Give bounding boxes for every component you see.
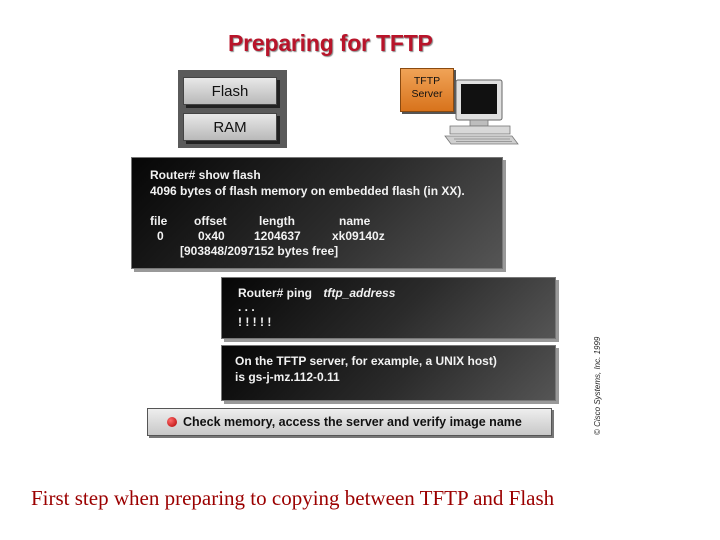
show-flash-command: Router# show flash [150, 168, 261, 182]
ping-argument: tftp_address [323, 286, 396, 300]
free-bytes-line: [903848/2097152 bytes free] [180, 244, 339, 258]
flash-size-line: 4096 bytes of flash memory on embedded f… [150, 184, 465, 198]
header-name: name [339, 214, 371, 228]
unix-host-terminal: On the TFTP server, for example, a UNIX … [221, 345, 556, 401]
ping-command: Router# ping [238, 286, 312, 300]
ping-terminal: Router# ping tftp_address . . . ! ! ! ! … [221, 277, 556, 339]
tftp-label-line2: Server [411, 88, 443, 100]
flash-memory-box: Flash [183, 77, 277, 105]
ping-success: ! ! ! ! ! [238, 315, 272, 329]
header-length: length [259, 214, 295, 228]
red-bullet-icon [167, 417, 177, 427]
copyright-notice: © Cisco Systems, Inc. 1999 [593, 336, 602, 435]
unix-host-line1: On the TFTP server, for example, a UNIX … [235, 354, 497, 368]
row-name: xk09140z [332, 229, 385, 243]
unix-host-line2: is gs-j-mz.112-0.11 [235, 370, 340, 384]
tftp-label-line1: TFTP [413, 75, 441, 87]
summary-text: Check memory, access the server and veri… [183, 415, 522, 429]
summary-bar: Check memory, access the server and veri… [147, 408, 552, 436]
header-offset: offset [194, 214, 227, 228]
diagram-title: Preparing for TFTP [228, 30, 433, 56]
header-file: file [150, 214, 168, 228]
computer-icon [444, 79, 519, 145]
row-file: 0 [157, 229, 164, 243]
slide-caption: First step when preparing to copying bet… [31, 486, 555, 510]
show-flash-terminal: Router# show flash 4096 bytes of flash m… [131, 157, 503, 269]
tftp-server-label-box: TFTP Server [400, 68, 454, 112]
row-offset: 0x40 [198, 229, 225, 243]
row-length: 1204637 [254, 229, 301, 243]
ram-memory-box: RAM [183, 113, 277, 141]
ping-dots: . . . [238, 300, 255, 314]
